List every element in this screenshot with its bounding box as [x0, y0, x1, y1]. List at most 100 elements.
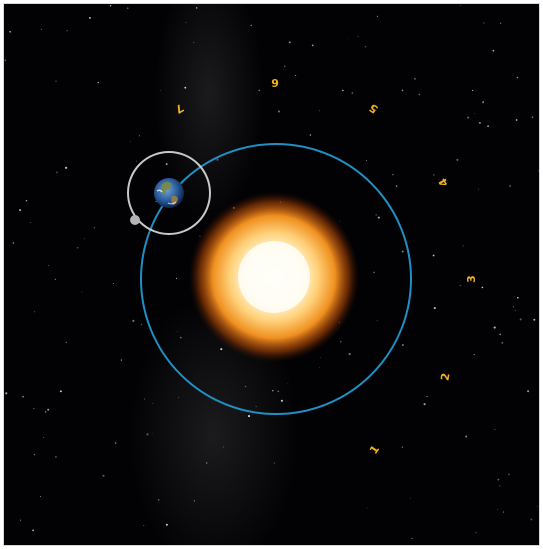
star	[155, 201, 157, 203]
star	[481, 286, 484, 289]
star	[273, 462, 275, 464]
star	[392, 173, 394, 176]
star	[54, 278, 56, 280]
star	[536, 506, 538, 507]
star	[65, 166, 68, 169]
orbit-label-3: 3	[465, 275, 478, 283]
star	[348, 353, 351, 356]
star	[402, 344, 404, 346]
star	[4, 59, 6, 61]
star	[165, 523, 168, 526]
star	[120, 359, 122, 361]
star	[319, 110, 321, 112]
star	[432, 174, 435, 176]
sun-icon	[189, 192, 359, 362]
star	[193, 500, 196, 502]
star	[339, 220, 341, 222]
star	[377, 216, 380, 219]
star	[411, 537, 413, 540]
star	[423, 403, 426, 406]
star	[157, 498, 160, 501]
star	[30, 222, 32, 223]
moon-icon[interactable]	[130, 215, 140, 225]
star	[347, 38, 348, 40]
star	[287, 383, 289, 384]
star	[40, 28, 42, 30]
star	[250, 24, 252, 27]
orbit-label-2: 2	[438, 372, 452, 382]
star	[93, 226, 96, 229]
star	[478, 121, 481, 124]
star	[22, 395, 24, 398]
star	[493, 326, 496, 329]
star	[515, 119, 518, 121]
star	[55, 80, 57, 82]
star	[517, 296, 519, 299]
star	[66, 30, 68, 32]
star	[47, 408, 50, 411]
star	[43, 436, 45, 438]
star	[460, 4, 462, 6]
star	[56, 171, 58, 173]
star	[178, 397, 180, 398]
star	[277, 110, 281, 113]
starfield	[4, 4, 539, 540]
star	[288, 41, 291, 44]
star	[497, 509, 498, 511]
solar-system-scene: 1 2 3 4 5 6 7	[4, 4, 539, 545]
star	[459, 284, 462, 287]
star	[433, 307, 436, 310]
star	[140, 323, 143, 326]
star	[376, 320, 378, 322]
star	[514, 310, 516, 312]
star	[76, 246, 79, 249]
star	[533, 318, 536, 321]
star	[34, 311, 36, 313]
star	[465, 435, 468, 438]
star	[135, 160, 138, 162]
star	[516, 76, 519, 79]
star	[366, 507, 368, 509]
star	[143, 525, 145, 526]
star	[152, 402, 154, 404]
star	[342, 89, 344, 92]
star	[375, 214, 377, 216]
star	[165, 163, 168, 166]
star	[531, 116, 534, 118]
star	[473, 353, 475, 356]
star	[426, 395, 428, 398]
star	[530, 518, 533, 521]
star	[351, 92, 353, 94]
star	[97, 81, 99, 84]
star	[277, 390, 280, 393]
star	[177, 331, 179, 333]
star	[127, 7, 129, 9]
star	[88, 16, 91, 19]
star	[467, 116, 470, 119]
earth-icon[interactable]	[154, 178, 184, 208]
star	[320, 357, 322, 358]
star	[512, 306, 514, 308]
star	[48, 265, 50, 267]
star	[474, 113, 475, 114]
star	[138, 135, 140, 137]
star	[309, 134, 312, 136]
star	[475, 532, 477, 534]
star	[83, 238, 85, 240]
star	[494, 429, 496, 431]
star	[508, 473, 510, 476]
orbit-label-6: 6	[271, 76, 279, 89]
star	[499, 485, 501, 487]
star	[295, 75, 297, 77]
star	[471, 89, 474, 92]
star	[102, 474, 105, 477]
earth-orbit-path	[140, 143, 412, 415]
star	[81, 291, 83, 293]
star	[25, 199, 28, 202]
star	[33, 454, 35, 456]
star	[180, 230, 182, 232]
star	[401, 250, 404, 253]
star	[40, 496, 41, 498]
star	[114, 442, 117, 444]
star	[130, 141, 131, 142]
